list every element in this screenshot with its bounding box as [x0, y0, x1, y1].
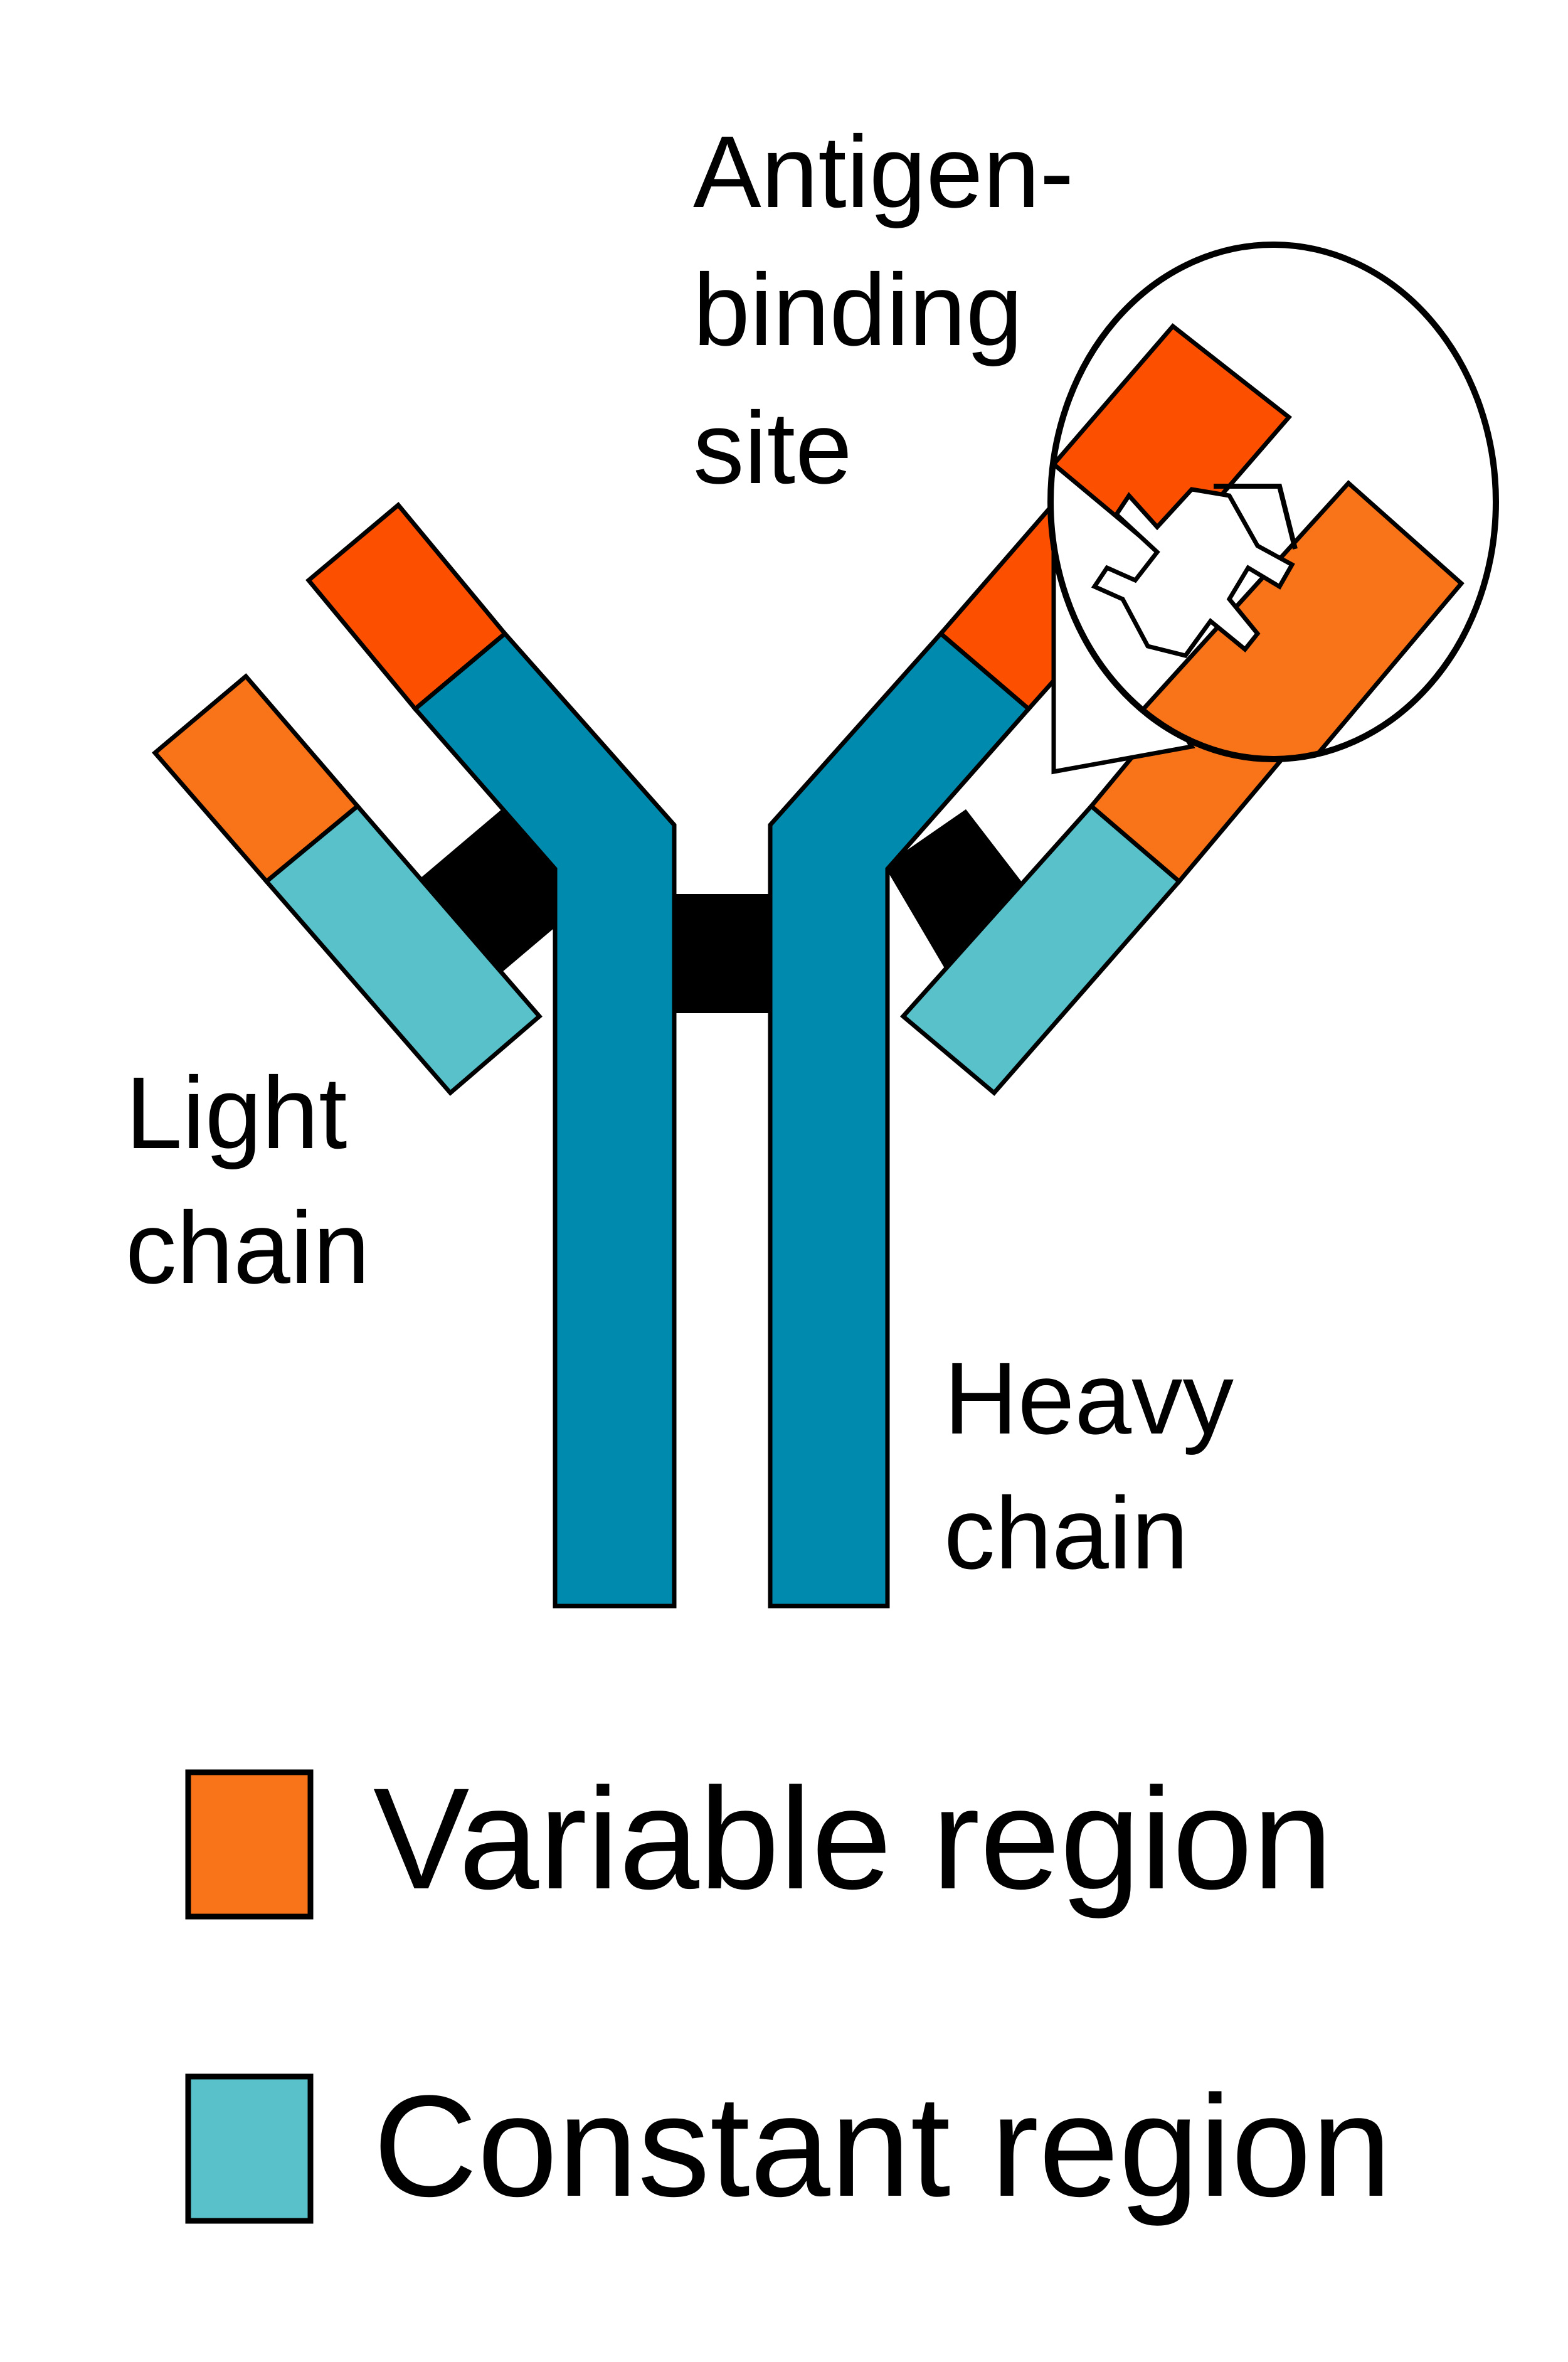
callout-circle [1047, 242, 1499, 762]
light-chain-label: Light chain [125, 1055, 370, 1305]
heavy-chain-label-line-1: Heavy [944, 1341, 1234, 1455]
left-heavy-chain [305, 502, 677, 1609]
legend-swatch-variable-region [185, 1769, 314, 1920]
left-light-chain [152, 673, 543, 1096]
light-chain-label-line-2: chain [125, 1190, 370, 1305]
legend-swatch-constant-region [185, 2073, 314, 2224]
antigen-binding-site-label-line-1: Antigen- [693, 114, 1074, 229]
heavy-chain-label: Heavy chain [944, 1341, 1234, 1590]
disulfide-bonds [420, 809, 1029, 1013]
legend-label-constant-region: Constant region [373, 2065, 1392, 2226]
left-light-heavy-disulfide-bond [420, 809, 583, 972]
legend-item-variable-region: Variable region [185, 1758, 1333, 1920]
legend-label-variable-region: Variable region [373, 1758, 1333, 1919]
antigen-shape [1091, 487, 1295, 658]
antigen-binding-site-label-line-2: binding [693, 252, 1023, 367]
antigen-binding-site-label-line-3: site [693, 390, 852, 505]
left-heavy-constant-region [412, 630, 677, 1609]
antigen-binding-site-label: Antigen- binding site [693, 114, 1074, 505]
heavy-chain-label-line-2: chain [944, 1476, 1189, 1590]
right-light-heavy-disulfide-bond [884, 809, 1029, 972]
light-chain-label-line-1: Light [125, 1055, 347, 1170]
left-light-constant-region [263, 803, 543, 1096]
hinge-disulfide-bond [671, 894, 771, 1013]
right-heavy-constant-region [768, 630, 1032, 1609]
antigen-binding-site-callout [1047, 242, 1499, 775]
legend: Variable region Constant region [185, 1758, 1392, 2226]
right-light-constant-region [899, 803, 1182, 1096]
legend-item-constant-region: Constant region [185, 2065, 1392, 2226]
antigen-binding-bond [1214, 484, 1298, 550]
